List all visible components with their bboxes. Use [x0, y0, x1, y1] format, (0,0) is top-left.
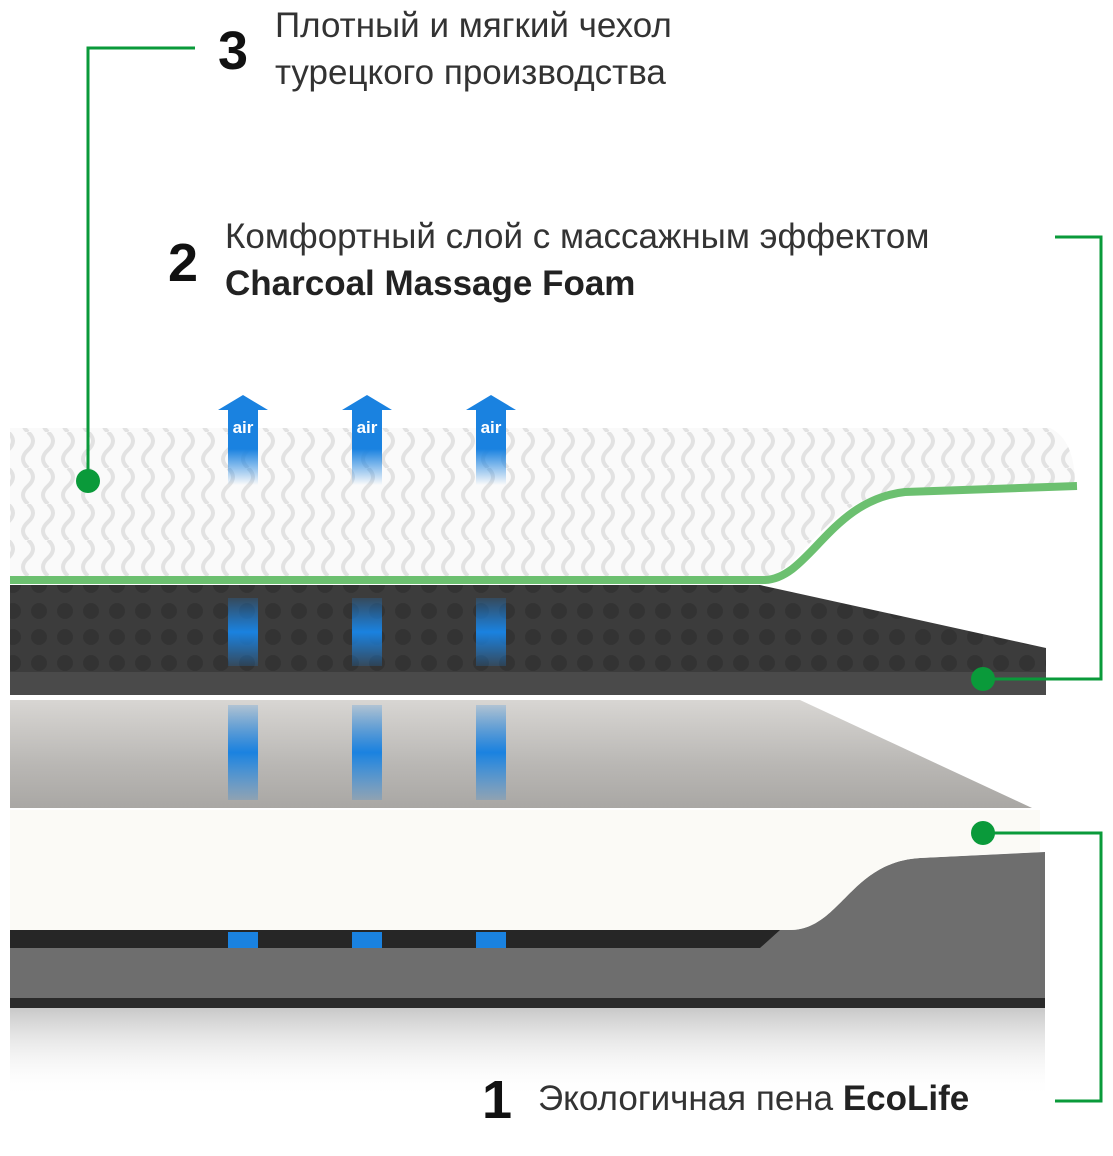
air-arrow-icon — [342, 395, 392, 485]
label-3-line-2: турецкого производства — [275, 53, 666, 92]
air-flow-segment — [476, 932, 506, 948]
label-number-2: 2 — [168, 233, 199, 293]
leader-line-2 — [983, 235, 1103, 681]
charcoal-massage-foam-layer — [10, 585, 1046, 695]
air-flow-segment — [476, 705, 506, 800]
cover-green-edge — [10, 482, 1078, 584]
floor-shadow — [10, 1008, 1045, 1098]
air-flow-segment — [476, 598, 506, 666]
label-1-text: Экологичная пена EcoLife — [538, 1075, 969, 1122]
air-flow-segment — [352, 598, 382, 666]
base-edge — [10, 998, 1045, 1008]
knit-cover-layer — [10, 428, 1075, 578]
marker-dot-3 — [76, 469, 100, 493]
air-label: air — [481, 418, 502, 437]
air-flow-segment — [228, 932, 258, 948]
base-dark-strip — [10, 930, 780, 948]
marker-dot-1 — [971, 821, 995, 845]
air-flow-segment — [352, 932, 382, 948]
label-3-line-1: Плотный и мягкий чехол — [275, 6, 672, 45]
air-arrow-icon — [218, 395, 268, 485]
ecolife-white-layer — [10, 810, 1040, 930]
leader-line-1 — [983, 831, 1103, 1103]
air-flow-segment — [352, 705, 382, 800]
leader-line-3 — [86, 46, 195, 481]
grey-foam-layer — [10, 700, 1032, 808]
label-2-line-2: Charcoal Massage Foam — [225, 264, 636, 303]
air-label: air — [357, 418, 378, 437]
label-1-bold: EcoLife — [842, 1079, 970, 1118]
label-number-3: 3 — [218, 21, 249, 81]
label-2-line-1: Комфортный слой с массажным эффектом — [225, 217, 930, 256]
air-flow-segment — [228, 705, 258, 800]
marker-dot-2 — [971, 667, 995, 691]
air-label: air — [233, 418, 254, 437]
air-arrow-icon — [466, 395, 516, 485]
air-flow-segment — [228, 598, 258, 666]
label-number-1: 1 — [482, 1070, 513, 1130]
label-1-regular: Экологичная пена — [538, 1079, 843, 1118]
